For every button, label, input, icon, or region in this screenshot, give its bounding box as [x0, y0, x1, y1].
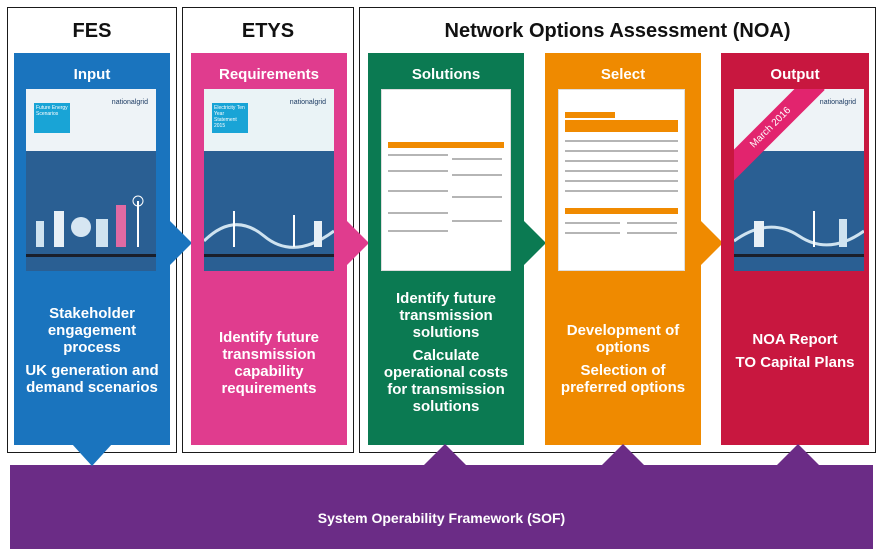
fes-frame-title: FES	[72, 20, 112, 42]
output-label: Output	[770, 66, 820, 83]
fes-cover-brand: nationalgrid	[111, 99, 148, 106]
etys-cover-brand: nationalgrid	[289, 99, 326, 106]
solutions-label: Solutions	[411, 66, 481, 83]
input-text: Stakeholder engagement process UK genera…	[18, 305, 166, 402]
noa-cover-brand: nationalgrid	[819, 99, 856, 106]
sof-to-output-pointer	[776, 444, 820, 466]
select-text: Development of options Selection of pref…	[549, 322, 697, 402]
arrow-input-to-requirements	[170, 221, 192, 265]
fes-to-sof-pointer	[72, 444, 112, 466]
etys-cover-title: Electricity Ten Year Statement 2015	[212, 103, 248, 133]
landscape-illustration	[734, 211, 864, 247]
solutions-document-page	[381, 89, 511, 271]
fes-report-cover: Future Energy Scenarios nationalgrid	[26, 89, 156, 271]
select-text-2: Selection of preferred options	[560, 362, 686, 396]
arrow-requirements-to-solutions	[347, 221, 369, 265]
select-label: Select	[600, 66, 646, 83]
noa-report-cover: nationalgrid March 2016	[734, 89, 864, 271]
city-skyline-illustration	[36, 195, 144, 247]
fes-cover-title: Future Energy Scenarios	[34, 103, 70, 133]
etys-report-cover: Electricity Ten Year Statement 2015 nati…	[204, 89, 334, 271]
sof-label: System Operability Framework (SOF)	[317, 510, 566, 526]
solutions-text-2: Calculate operational costs for transmis…	[383, 347, 509, 415]
output-text: NOA Report TO Capital Plans	[725, 331, 865, 377]
input-text-1: Stakeholder engagement process	[47, 305, 137, 356]
requirements-text: Identify future transmission capability …	[195, 329, 343, 403]
output-text-2: TO Capital Plans	[735, 354, 855, 371]
landscape-illustration	[204, 211, 334, 249]
solutions-text-1: Identify future transmission solutions	[396, 290, 496, 341]
requirements-label: Requirements	[218, 66, 320, 83]
noa-frame-title: Network Options Assessment (NOA)	[444, 20, 791, 42]
etys-frame-title: ETYS	[241, 20, 295, 42]
input-label: Input	[73, 66, 111, 83]
solutions-text: Identify future transmission solutions C…	[372, 290, 520, 421]
output-text-1: NOA Report	[752, 331, 838, 348]
select-document-page	[558, 89, 685, 271]
arrow-solutions-to-select	[524, 221, 546, 265]
sof-to-select-pointer	[601, 444, 645, 466]
sof-to-solutions-pointer	[423, 444, 467, 466]
sof-bar: System Operability Framework (SOF)	[10, 465, 873, 549]
select-text-1: Development of options	[566, 322, 680, 356]
input-text-2: UK generation and demand scenarios	[25, 362, 159, 396]
arrow-select-to-output	[701, 221, 723, 265]
requirements-text-1: Identify future transmission capability …	[219, 329, 319, 397]
